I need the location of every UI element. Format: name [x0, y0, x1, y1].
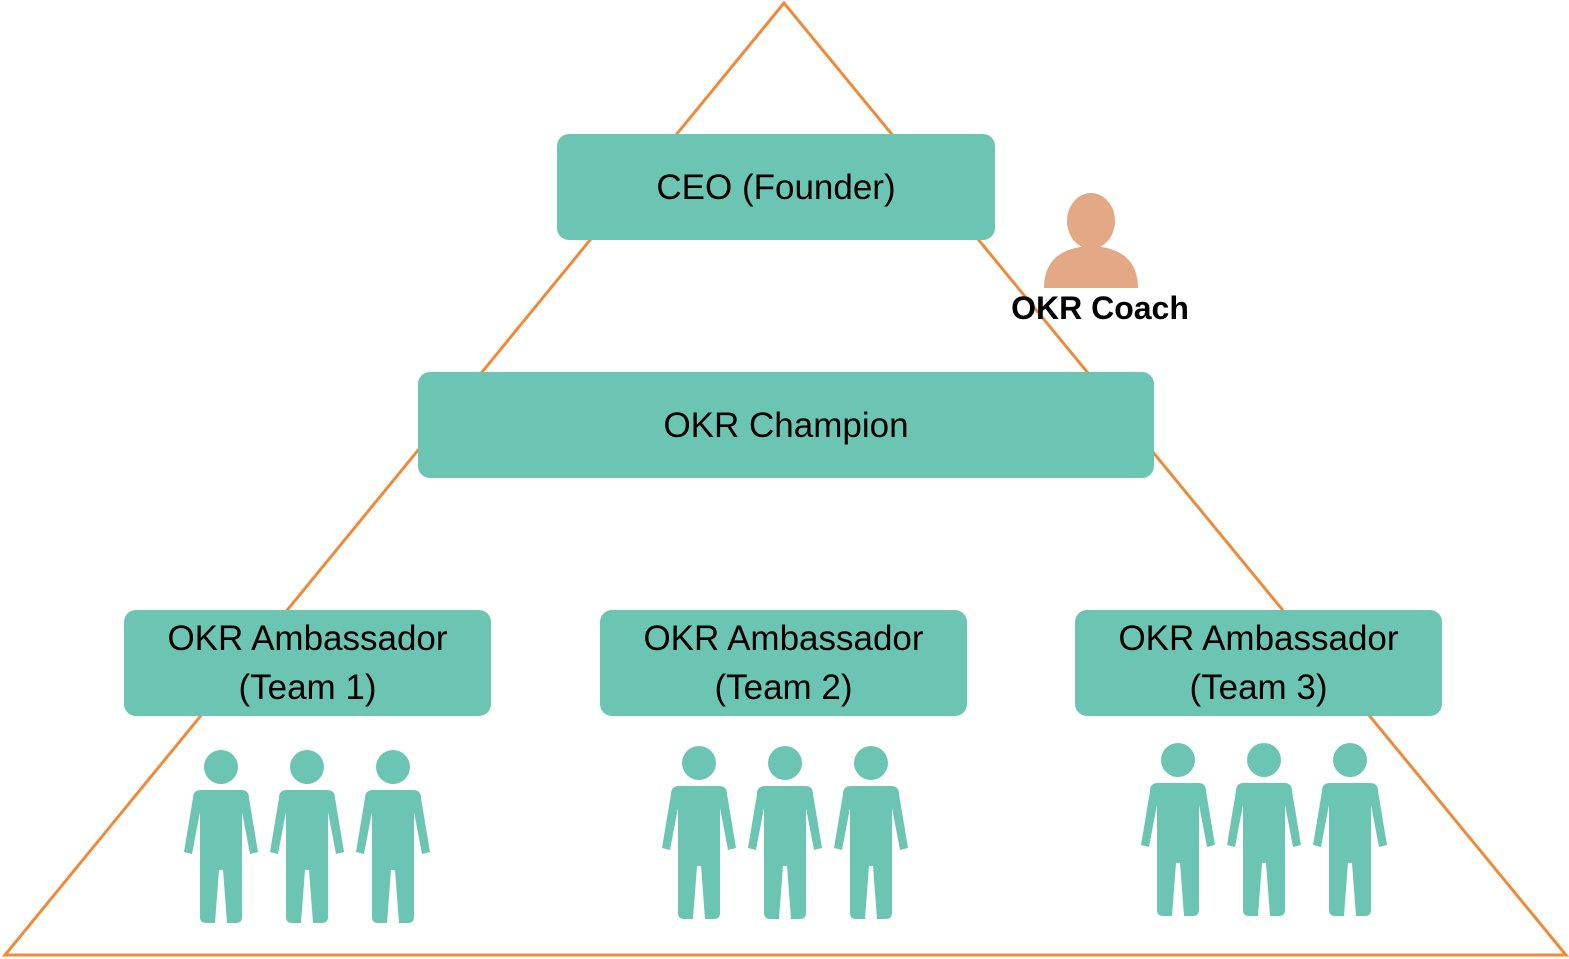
- ambassador-team: (Team 1): [238, 668, 377, 707]
- person-icon: [270, 750, 344, 923]
- person-icon: [662, 746, 736, 919]
- ambassador-title: OKR Ambassador: [167, 619, 448, 658]
- coach-body: [1044, 246, 1138, 288]
- person-icon: [184, 750, 258, 923]
- ambassador-box-team-3: OKR Ambassador (Team 3): [1075, 610, 1442, 716]
- ceo-box: CEO (Founder): [557, 134, 995, 240]
- okr-champion-label: OKR Champion: [663, 405, 909, 445]
- ambassador-title: OKR Ambassador: [643, 619, 924, 658]
- user-avatar-icon: [1044, 193, 1138, 288]
- person-icon: [1313, 743, 1387, 916]
- ambassador-box-team-1: OKR Ambassador (Team 1): [124, 610, 491, 716]
- ambassador-team: (Team 2): [714, 668, 853, 707]
- ambassador-team: (Team 3): [1189, 668, 1328, 707]
- person-icon: [1227, 743, 1301, 916]
- person-icon: [356, 750, 430, 923]
- person-icon: [834, 746, 908, 919]
- ambassador-title: OKR Ambassador: [1118, 619, 1399, 658]
- okr-coach-label: OKR Coach: [1011, 290, 1189, 326]
- ceo-label: CEO (Founder): [656, 167, 896, 207]
- person-icon: [748, 746, 822, 919]
- team-members-layer: [184, 743, 1387, 923]
- ambassador-box-team-2: OKR Ambassador (Team 2): [600, 610, 967, 716]
- person-icon: [1141, 743, 1215, 916]
- okr-champion-box: OKR Champion: [418, 372, 1154, 478]
- coach-head: [1067, 193, 1115, 249]
